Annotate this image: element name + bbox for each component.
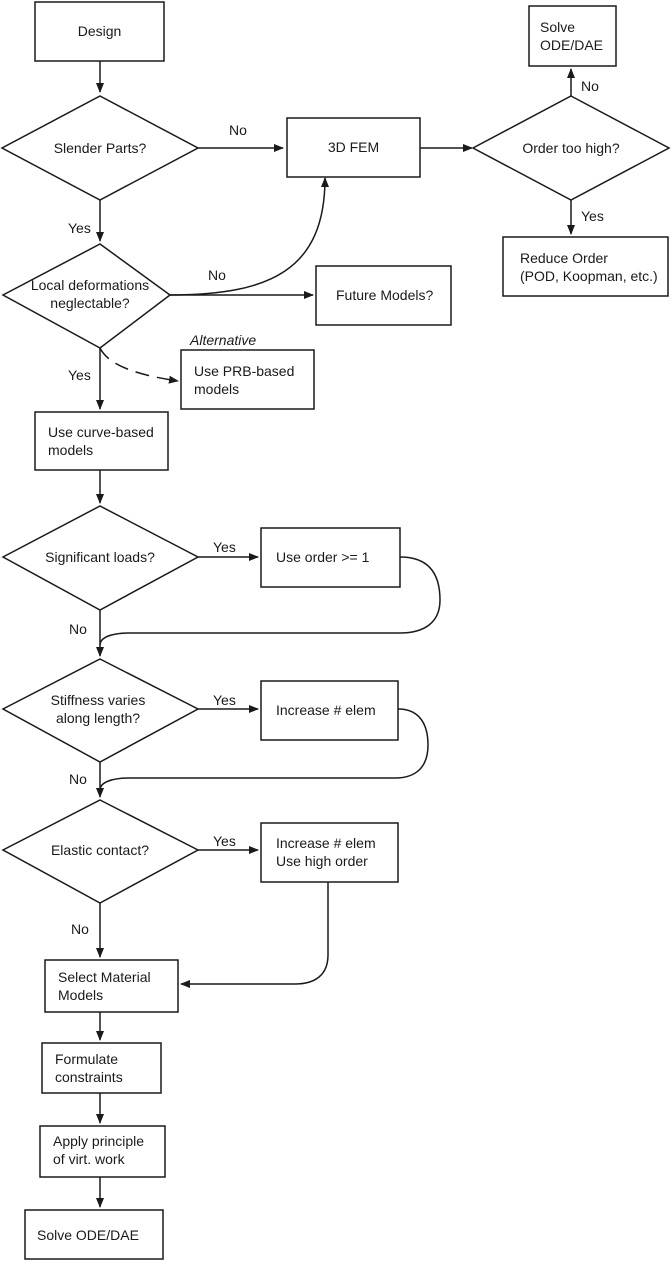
node-curve-models: Use curve-based models	[34, 411, 169, 471]
node-solve-ode-dae-top-line2: ODE/DAE	[540, 37, 603, 53]
node-solve-ode-dae-bottom: Solve ODE/DAE	[24, 1209, 164, 1260]
edge-local-to-prb	[99, 347, 179, 384]
node-reduce-order-line2: (POD, Koopman, etc.)	[520, 268, 658, 284]
label-stiffness-yes: Yes	[213, 692, 236, 708]
node-increase-elem: Increase # elem	[260, 680, 399, 741]
node-future-models-label: Future Models?	[336, 287, 433, 303]
label-slender-no: No	[229, 122, 247, 138]
node-3d-fem: 3D FEM	[286, 117, 421, 178]
edge-high-order-to-material	[180, 882, 329, 988]
node-local-deformations: Local deformations neglectable?	[1, 243, 172, 349]
node-significant-loads: Significant loads?	[1, 505, 200, 611]
node-future-models: Future Models?	[315, 265, 452, 326]
node-apply-virtual-work-line1: Apply principle	[53, 1133, 144, 1149]
label-loads-yes: Yes	[213, 539, 236, 555]
node-order-ge-1: Use order >= 1	[260, 527, 401, 588]
node-stiffness-varies: Stiffness varies along length?	[1, 658, 200, 763]
label-stiffness-no: No	[69, 771, 87, 787]
node-formulate-constraints-line2: constraints	[55, 1069, 123, 1085]
label-contact-yes: Yes	[213, 833, 236, 849]
node-order-ge-1-label: Use order >= 1	[276, 549, 370, 565]
node-curve-models-line1: Use curve-based	[48, 424, 154, 440]
node-stiffness-varies-line2: along length?	[56, 710, 140, 726]
node-significant-loads-label: Significant loads?	[45, 549, 155, 565]
edge-labels: No No Yes Yes No Alternative Yes Yes No …	[68, 78, 604, 937]
label-slender-yes: Yes	[68, 220, 91, 236]
node-prb-models-line2: models	[194, 381, 239, 397]
edge-increase-return	[99, 708, 429, 791]
node-select-material-line2: Models	[58, 987, 103, 1003]
node-curve-models-line2: models	[48, 442, 93, 458]
node-formulate-constraints: Formulate constraints	[41, 1042, 162, 1094]
node-3d-fem-label: 3D FEM	[328, 139, 379, 155]
node-stiffness-varies-line1: Stiffness varies	[51, 692, 146, 708]
label-local-no: No	[208, 267, 226, 283]
node-formulate-constraints-line1: Formulate	[55, 1051, 118, 1067]
node-prb-models-line1: Use PRB-based	[194, 363, 294, 379]
node-order-too-high: Order too high?	[471, 95, 671, 201]
node-local-deformations-line2: neglectable?	[50, 295, 130, 311]
node-increase-elem-high-order-line1: Increase # elem	[276, 835, 376, 851]
label-order-yes: Yes	[581, 208, 604, 224]
node-slender-parts: Slender Parts?	[0, 95, 200, 201]
edge-order-return	[99, 556, 441, 646]
node-select-material: Select Material Models	[44, 959, 179, 1013]
node-local-deformations-line1: Local deformations	[31, 277, 149, 293]
node-select-material-line1: Select Material	[58, 969, 151, 985]
node-design-label: Design	[78, 23, 122, 39]
node-reduce-order: Reduce Order (POD, Koopman, etc.)	[502, 236, 669, 297]
node-increase-elem-label: Increase # elem	[276, 702, 376, 718]
node-elastic-contact: Elastic contact?	[1, 799, 200, 904]
node-solve-ode-dae-top: Solve ODE/DAE	[528, 5, 617, 67]
edge-local-to-3dfem	[169, 177, 329, 296]
node-increase-elem-high-order: Increase # elem Use high order	[260, 822, 399, 883]
node-apply-virtual-work-line2: of virt. work	[53, 1151, 126, 1167]
node-solve-ode-dae-bottom-label: Solve ODE/DAE	[37, 1227, 139, 1243]
label-order-no: No	[581, 78, 599, 94]
node-elastic-contact-label: Elastic contact?	[51, 842, 149, 858]
node-prb-models: Use PRB-based models	[180, 349, 315, 410]
label-contact-no: No	[71, 921, 89, 937]
node-solve-ode-dae-top-line1: Solve	[540, 19, 575, 35]
node-reduce-order-line1: Reduce Order	[520, 250, 608, 266]
edges	[96, 61, 575, 1208]
node-apply-virtual-work: Apply principle of virt. work	[39, 1125, 166, 1178]
label-loads-no: No	[69, 621, 87, 637]
label-local-yes: Yes	[68, 367, 91, 383]
node-design: Design	[34, 1, 165, 62]
node-slender-parts-label: Slender Parts?	[54, 140, 147, 156]
node-increase-elem-high-order-line2: Use high order	[276, 853, 368, 869]
node-order-too-high-label: Order too high?	[522, 140, 619, 156]
label-alternative: Alternative	[189, 332, 256, 348]
